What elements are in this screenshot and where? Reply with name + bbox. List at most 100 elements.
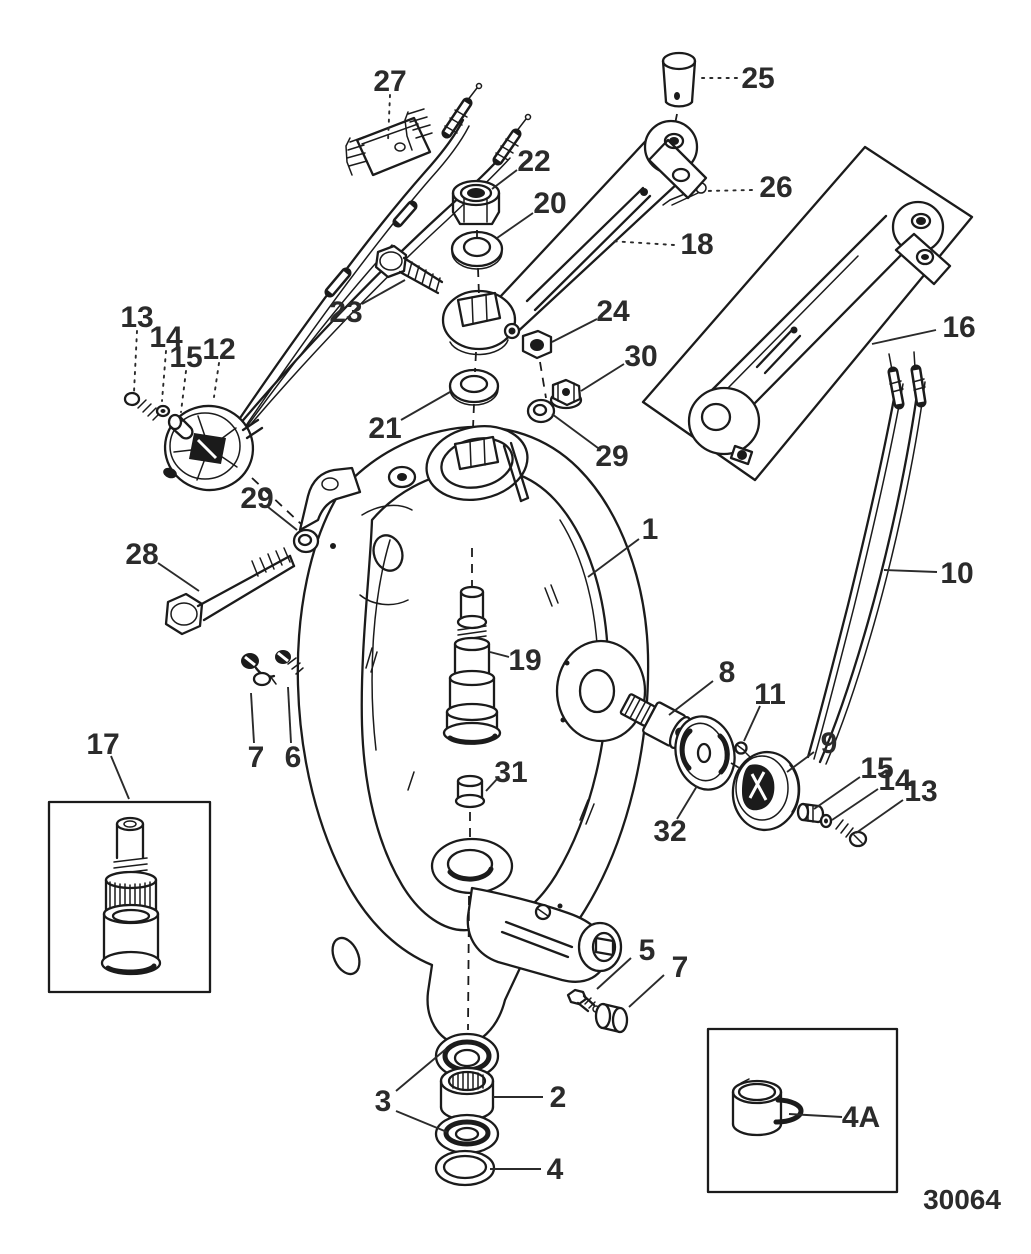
leader-line <box>628 974 665 1008</box>
part-number-label: 11 <box>754 678 786 711</box>
leader-line <box>786 751 815 773</box>
leader-line <box>587 538 640 578</box>
callout-13: 13 <box>855 775 938 834</box>
part-number-label: 9 <box>821 727 838 760</box>
part-11-screw-drawing <box>734 741 751 758</box>
part-31-plug-drawing <box>454 774 486 844</box>
callout-14: 14 <box>149 321 183 402</box>
part-number-label: 30 <box>624 340 657 373</box>
part-7-fitting-drawing <box>241 653 277 687</box>
part-number-label: 22 <box>517 145 550 178</box>
leader-line <box>855 799 904 834</box>
part-29-washer-left-drawing <box>292 528 320 554</box>
callout-18: 18 <box>608 228 714 261</box>
leader-line <box>813 776 861 810</box>
leader-line <box>496 212 534 239</box>
leader-line <box>551 413 599 449</box>
callout-22: 22 <box>491 145 551 190</box>
part-15-spacer-right-drawing <box>796 802 825 824</box>
part-number-label: 31 <box>494 756 527 789</box>
leader-line <box>743 705 761 742</box>
callout-4: 4 <box>490 1153 564 1186</box>
part-number-label: 5 <box>639 934 656 967</box>
part-9-cable-guide-drawing <box>731 750 801 832</box>
part-number-label: 26 <box>759 171 792 204</box>
callout-28: 28 <box>125 538 200 592</box>
part-number-label: 10 <box>940 557 973 590</box>
callout-10: 10 <box>883 557 974 590</box>
callout-31: 31 <box>485 756 528 792</box>
callout-4A: 4A <box>788 1101 880 1134</box>
part-number-label: 4A <box>842 1101 880 1134</box>
part-number-label: 21 <box>368 412 401 445</box>
callout-16: 16 <box>871 311 976 345</box>
part-22-locknut-drawing <box>451 179 501 226</box>
leader-line <box>395 1110 448 1133</box>
callout-9: 9 <box>786 727 838 773</box>
part-number-label: 13 <box>904 775 937 808</box>
part-18-steering-lever-drawing <box>441 119 708 356</box>
part-16-steering-lever-drawing <box>687 200 952 466</box>
part-number-label: 29 <box>595 440 628 473</box>
part-number-label: 8 <box>719 656 736 689</box>
leader-line <box>489 651 510 658</box>
part-number-label: 15 <box>169 341 202 374</box>
part-number-label: 14 <box>878 764 912 797</box>
leader-line <box>157 562 200 592</box>
callout-15: 15 <box>813 752 894 810</box>
part-number-label: 7 <box>248 741 265 774</box>
part-13-screw-right-drawing <box>835 819 868 848</box>
part-number-label: 7 <box>672 951 689 984</box>
leader-line <box>213 362 220 398</box>
callout-15: 15 <box>169 341 203 413</box>
callout-6: 6 <box>285 686 302 774</box>
leader-line <box>180 370 187 413</box>
leader-line <box>668 680 714 716</box>
callout-11: 11 <box>743 678 786 742</box>
part-24-nut-drawing <box>521 329 553 360</box>
callout-19: 19 <box>489 644 542 677</box>
part-17-steering-shaft-drawing <box>100 816 162 976</box>
callout-29: 29 <box>551 413 629 473</box>
callout-7: 7 <box>248 692 265 774</box>
part-number-label: 13 <box>120 301 153 334</box>
part-15-spacer-left-drawing <box>167 413 194 440</box>
part-23-bolt-drawing <box>374 244 444 295</box>
callout-7: 7 <box>628 951 689 1008</box>
leader-line <box>133 330 138 393</box>
callout-2: 2 <box>493 1081 566 1114</box>
bottom-swivel-arm-drawing <box>466 886 623 983</box>
part-number-label: 25 <box>741 62 774 95</box>
callout-12: 12 <box>202 333 236 398</box>
axis-dash-9 <box>730 762 742 770</box>
part-number-label: 3 <box>375 1085 392 1118</box>
part-25-clevis-pin-drawing <box>661 51 697 135</box>
leader-line <box>676 785 698 820</box>
part-number-label: 27 <box>373 65 406 98</box>
callout-17: 17 <box>86 728 130 800</box>
callout-30: 30 <box>580 340 658 392</box>
leader-line <box>788 1113 843 1118</box>
part-14-nut-left-drawing <box>155 404 171 418</box>
part-number-label: 20 <box>533 187 566 220</box>
part-number-label: 29 <box>240 482 273 515</box>
leader-line <box>491 169 518 190</box>
callout-32: 32 <box>653 785 698 848</box>
leader-line <box>267 506 298 531</box>
part-4-oring-drawing <box>434 1149 496 1187</box>
callout-1: 1 <box>587 513 658 578</box>
leader-line <box>831 788 879 821</box>
part-20-washer-drawing <box>450 230 504 270</box>
part-number-label: 4 <box>547 1153 564 1186</box>
part-number-label: 6 <box>285 741 302 774</box>
leader-line <box>485 777 499 792</box>
part-6-screw-drawing <box>275 650 304 675</box>
leader-line <box>883 569 938 573</box>
leader-line <box>871 329 937 345</box>
part-number-label: 16 <box>942 311 975 344</box>
part-7-plug-drawing <box>594 1002 629 1034</box>
part-13-screw-left-drawing <box>123 391 162 421</box>
diagram-number: 30064 <box>923 1184 1001 1215</box>
